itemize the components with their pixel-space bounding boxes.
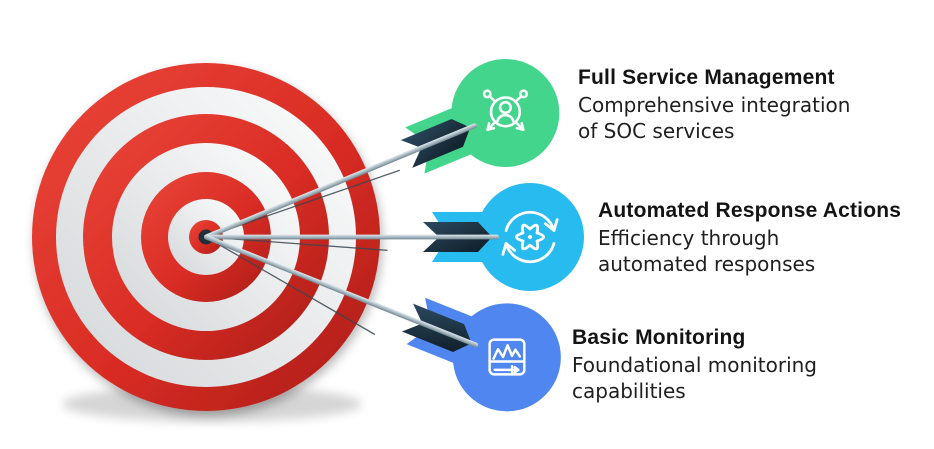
item-description: Efficiency through automated responses (598, 226, 816, 276)
label-basic-monitoring: Basic Monitoring Foundational monitoring… (572, 324, 817, 404)
item-title: Full Service Management (578, 66, 835, 89)
label-full-service-management: Full Service Management Comprehensive in… (578, 64, 850, 144)
item-circle-basic-monitoring (452, 303, 561, 412)
arrow-spoke-basic-monitoring (203, 234, 561, 412)
item-description: Foundational monitoring capabilities (572, 353, 817, 403)
arrow-shaft-cyan (204, 234, 499, 240)
user-network-icon (482, 89, 529, 132)
label-automated-response-actions: Automated Response Actions Efficiency th… (598, 197, 901, 277)
monitoring-chart-icon (488, 338, 526, 376)
item-title: Automated Response Actions (598, 199, 902, 222)
item-description: Comprehensive integration of SOC service… (578, 93, 851, 143)
arrow-shaft-green (203, 123, 477, 240)
automation-cycle-icon (501, 210, 559, 264)
arrow-shadow-bottom (205, 236, 376, 336)
arrow-shaft-blue (203, 234, 479, 348)
item-title: Basic Monitoring (572, 326, 746, 349)
